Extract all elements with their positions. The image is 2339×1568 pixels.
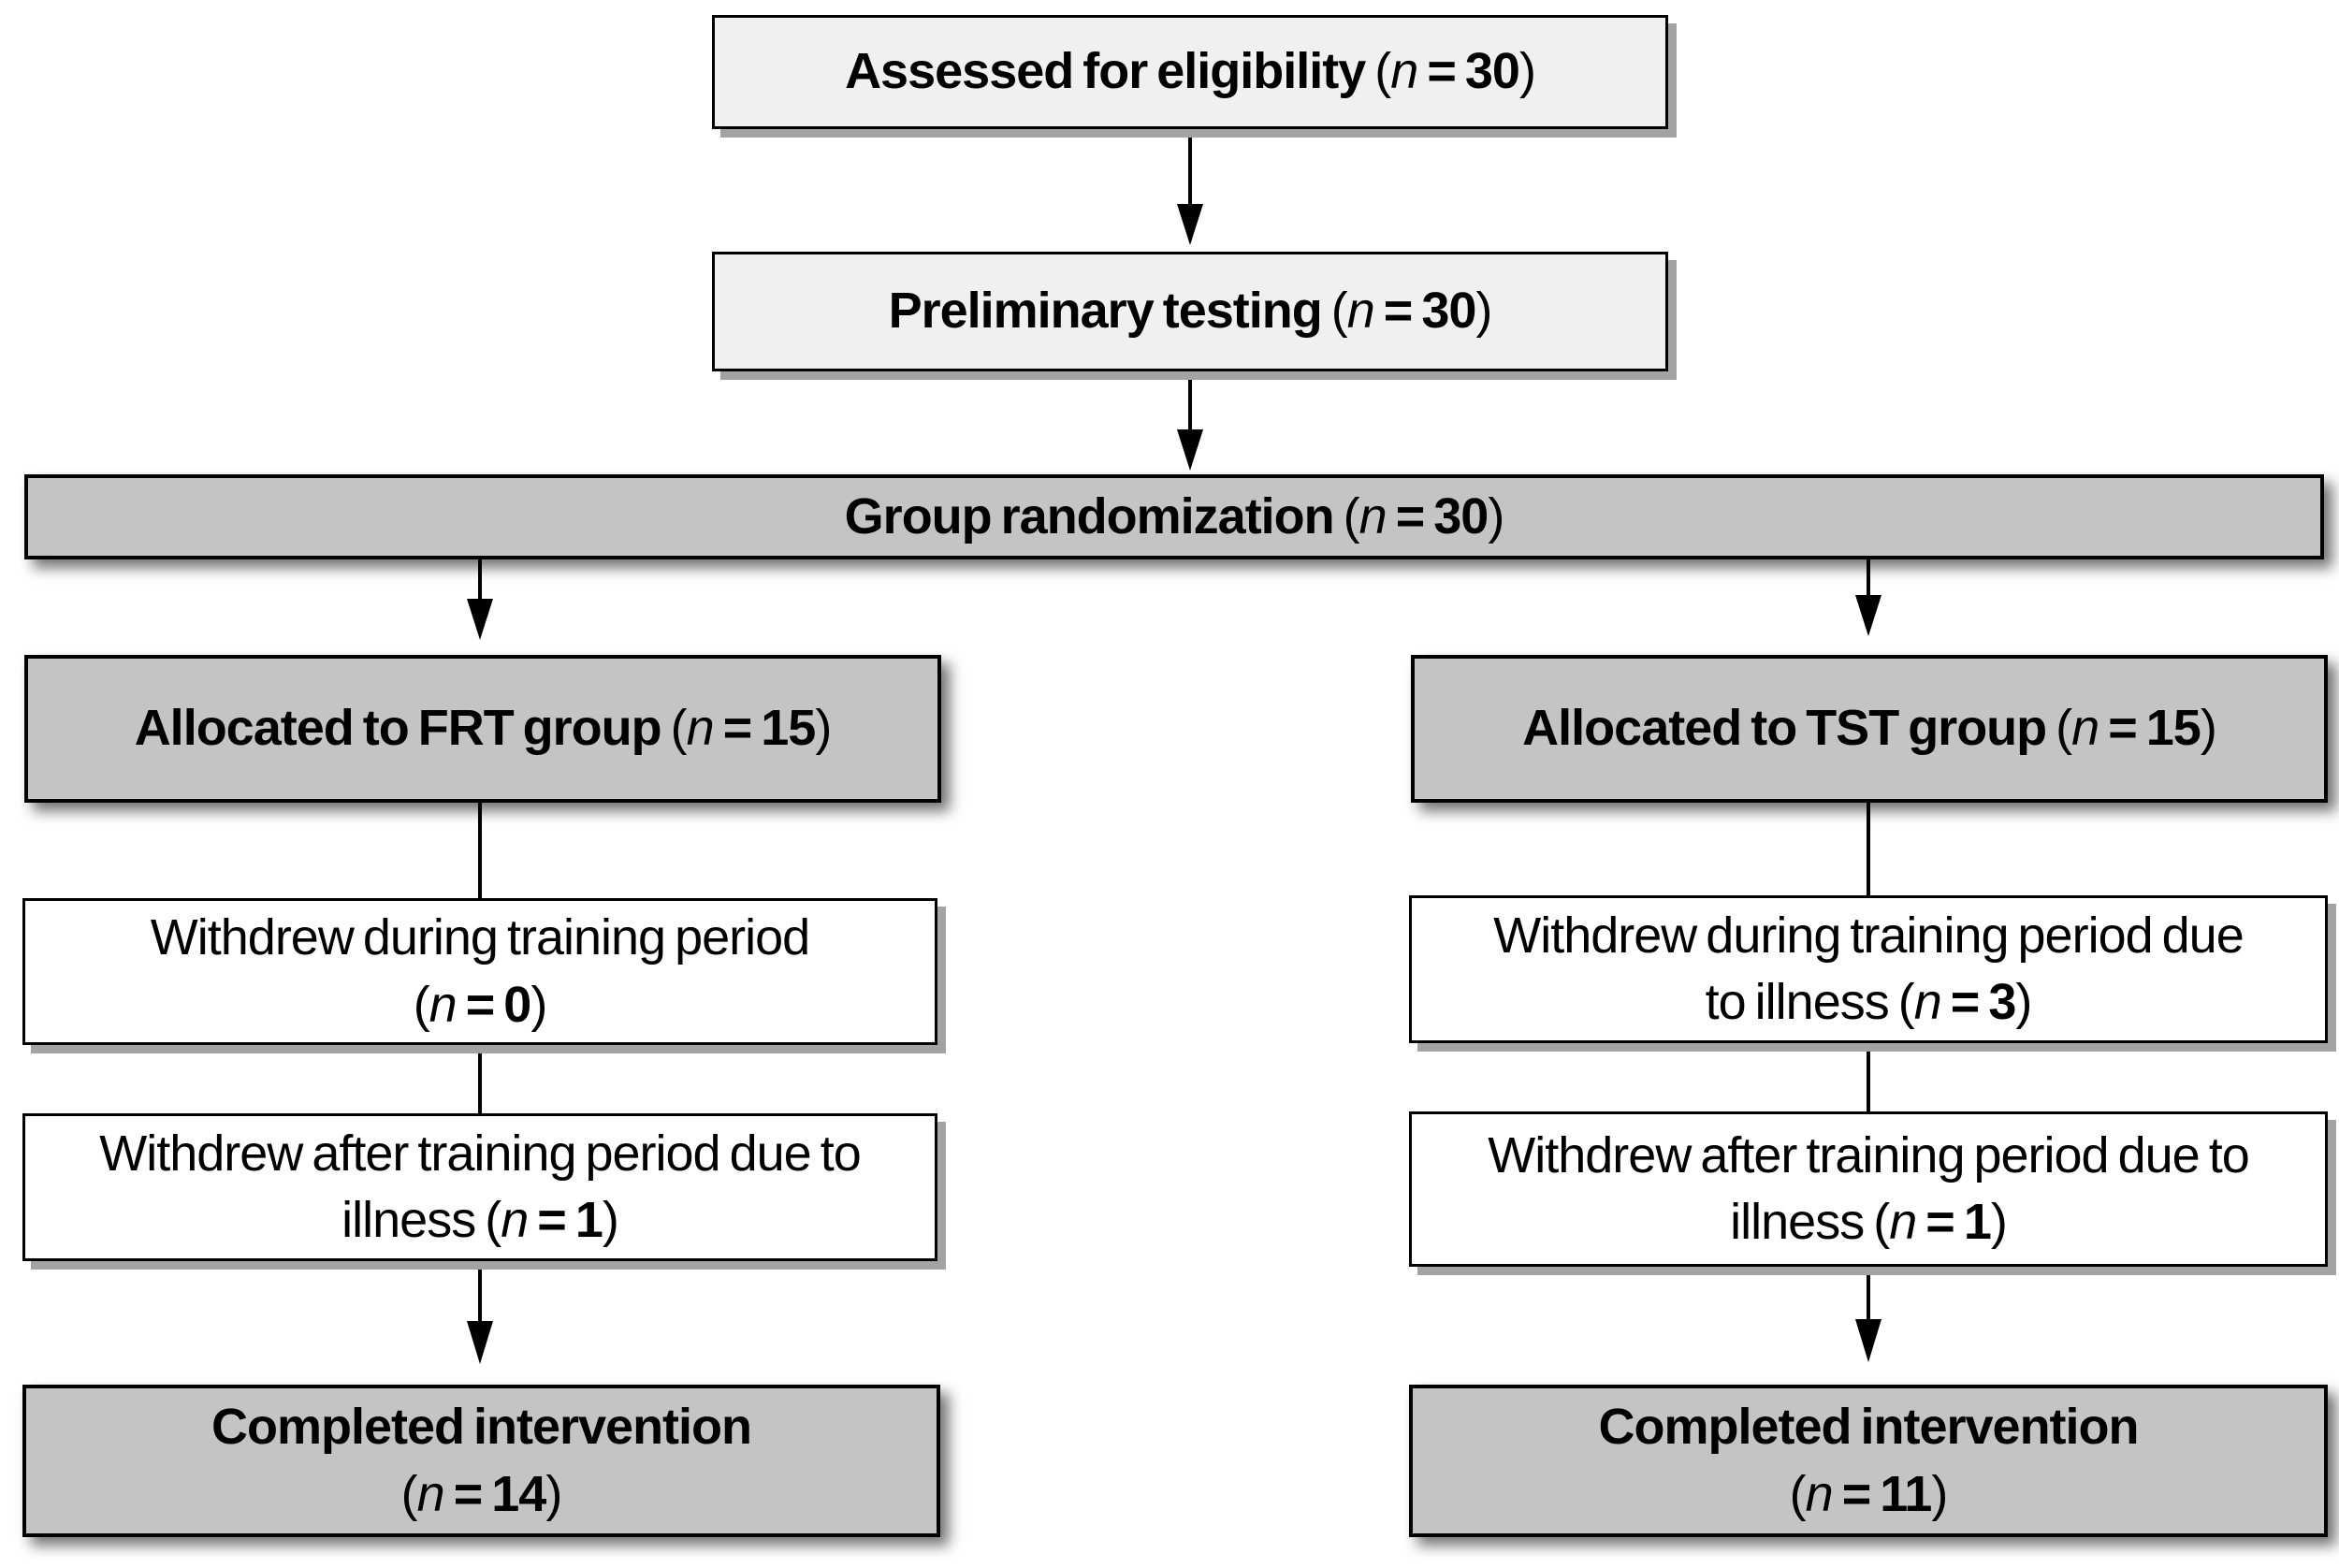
box-assessed-eligibility-label: Assessed for eligibility (n = 30) [845, 43, 1536, 100]
box-tst-completed: Completed intervention (n = 11) [1409, 1385, 2328, 1537]
flow-arrow-randomization-to-tst [1855, 559, 1881, 636]
box-allocated-tst-label: Allocated to TST group (n = 15) [1522, 700, 2217, 757]
box-frt-completed-line2: (n = 14) [400, 1465, 563, 1522]
box-allocated-frt-label: Allocated to FRT group (n = 15) [134, 700, 833, 757]
box-preliminary-testing: Preliminary testing (n = 30) [712, 252, 1668, 371]
box-frt-withdrew-during-line2: (n = 0) [413, 976, 548, 1033]
box-frt-withdrew-after: Withdrew after training period due to il… [22, 1113, 937, 1261]
flow-arrow-frt-to-completed [467, 1261, 493, 1364]
box-frt-completed: Completed intervention (n = 14) [22, 1385, 940, 1537]
box-group-randomization-label: Group randomization (n = 30) [844, 487, 1505, 544]
box-allocated-tst: Allocated to TST group (n = 15) [1411, 655, 2328, 803]
box-preliminary-testing-label: Preliminary testing (n = 30) [888, 283, 1493, 340]
box-tst-withdrew-during-line1: Withdrew during training period due [1493, 907, 2244, 964]
flow-arrow-assessed-to-preliminary [1177, 131, 1203, 245]
box-tst-withdrew-during-line2: to illness (n = 3) [1705, 974, 2033, 1030]
flow-arrow-preliminary-to-randomization [1177, 375, 1203, 471]
box-frt-withdrew-after-line1: Withdrew after training period due to [99, 1125, 861, 1182]
box-assessed-eligibility: Assessed for eligibility (n = 30) [712, 15, 1668, 129]
box-frt-withdrew-during: Withdrew during training period (n = 0) [22, 898, 937, 1045]
box-tst-withdrew-after-line2: illness (n = 1) [1730, 1194, 2008, 1250]
box-tst-completed-line1: Completed intervention [1598, 1399, 2139, 1456]
box-frt-withdrew-after-line2: illness (n = 1) [341, 1192, 619, 1248]
flow-arrow-randomization-to-frt [467, 559, 493, 640]
box-tst-withdrew-after: Withdrew after training period due to il… [1409, 1111, 2328, 1267]
box-tst-withdrew-during: Withdrew during training period due to i… [1409, 895, 2328, 1043]
box-tst-completed-line2: (n = 11) [1789, 1465, 1949, 1522]
box-tst-withdrew-after-line1: Withdrew after training period due to [1488, 1126, 2249, 1183]
box-group-randomization: Group randomization (n = 30) [24, 474, 2324, 559]
box-allocated-frt: Allocated to FRT group (n = 15) [24, 655, 941, 803]
flow-arrow-tst-to-completed [1855, 1267, 1881, 1362]
box-frt-completed-line1: Completed intervention [211, 1399, 752, 1456]
box-frt-withdrew-during-line1: Withdrew during training period [150, 909, 810, 966]
